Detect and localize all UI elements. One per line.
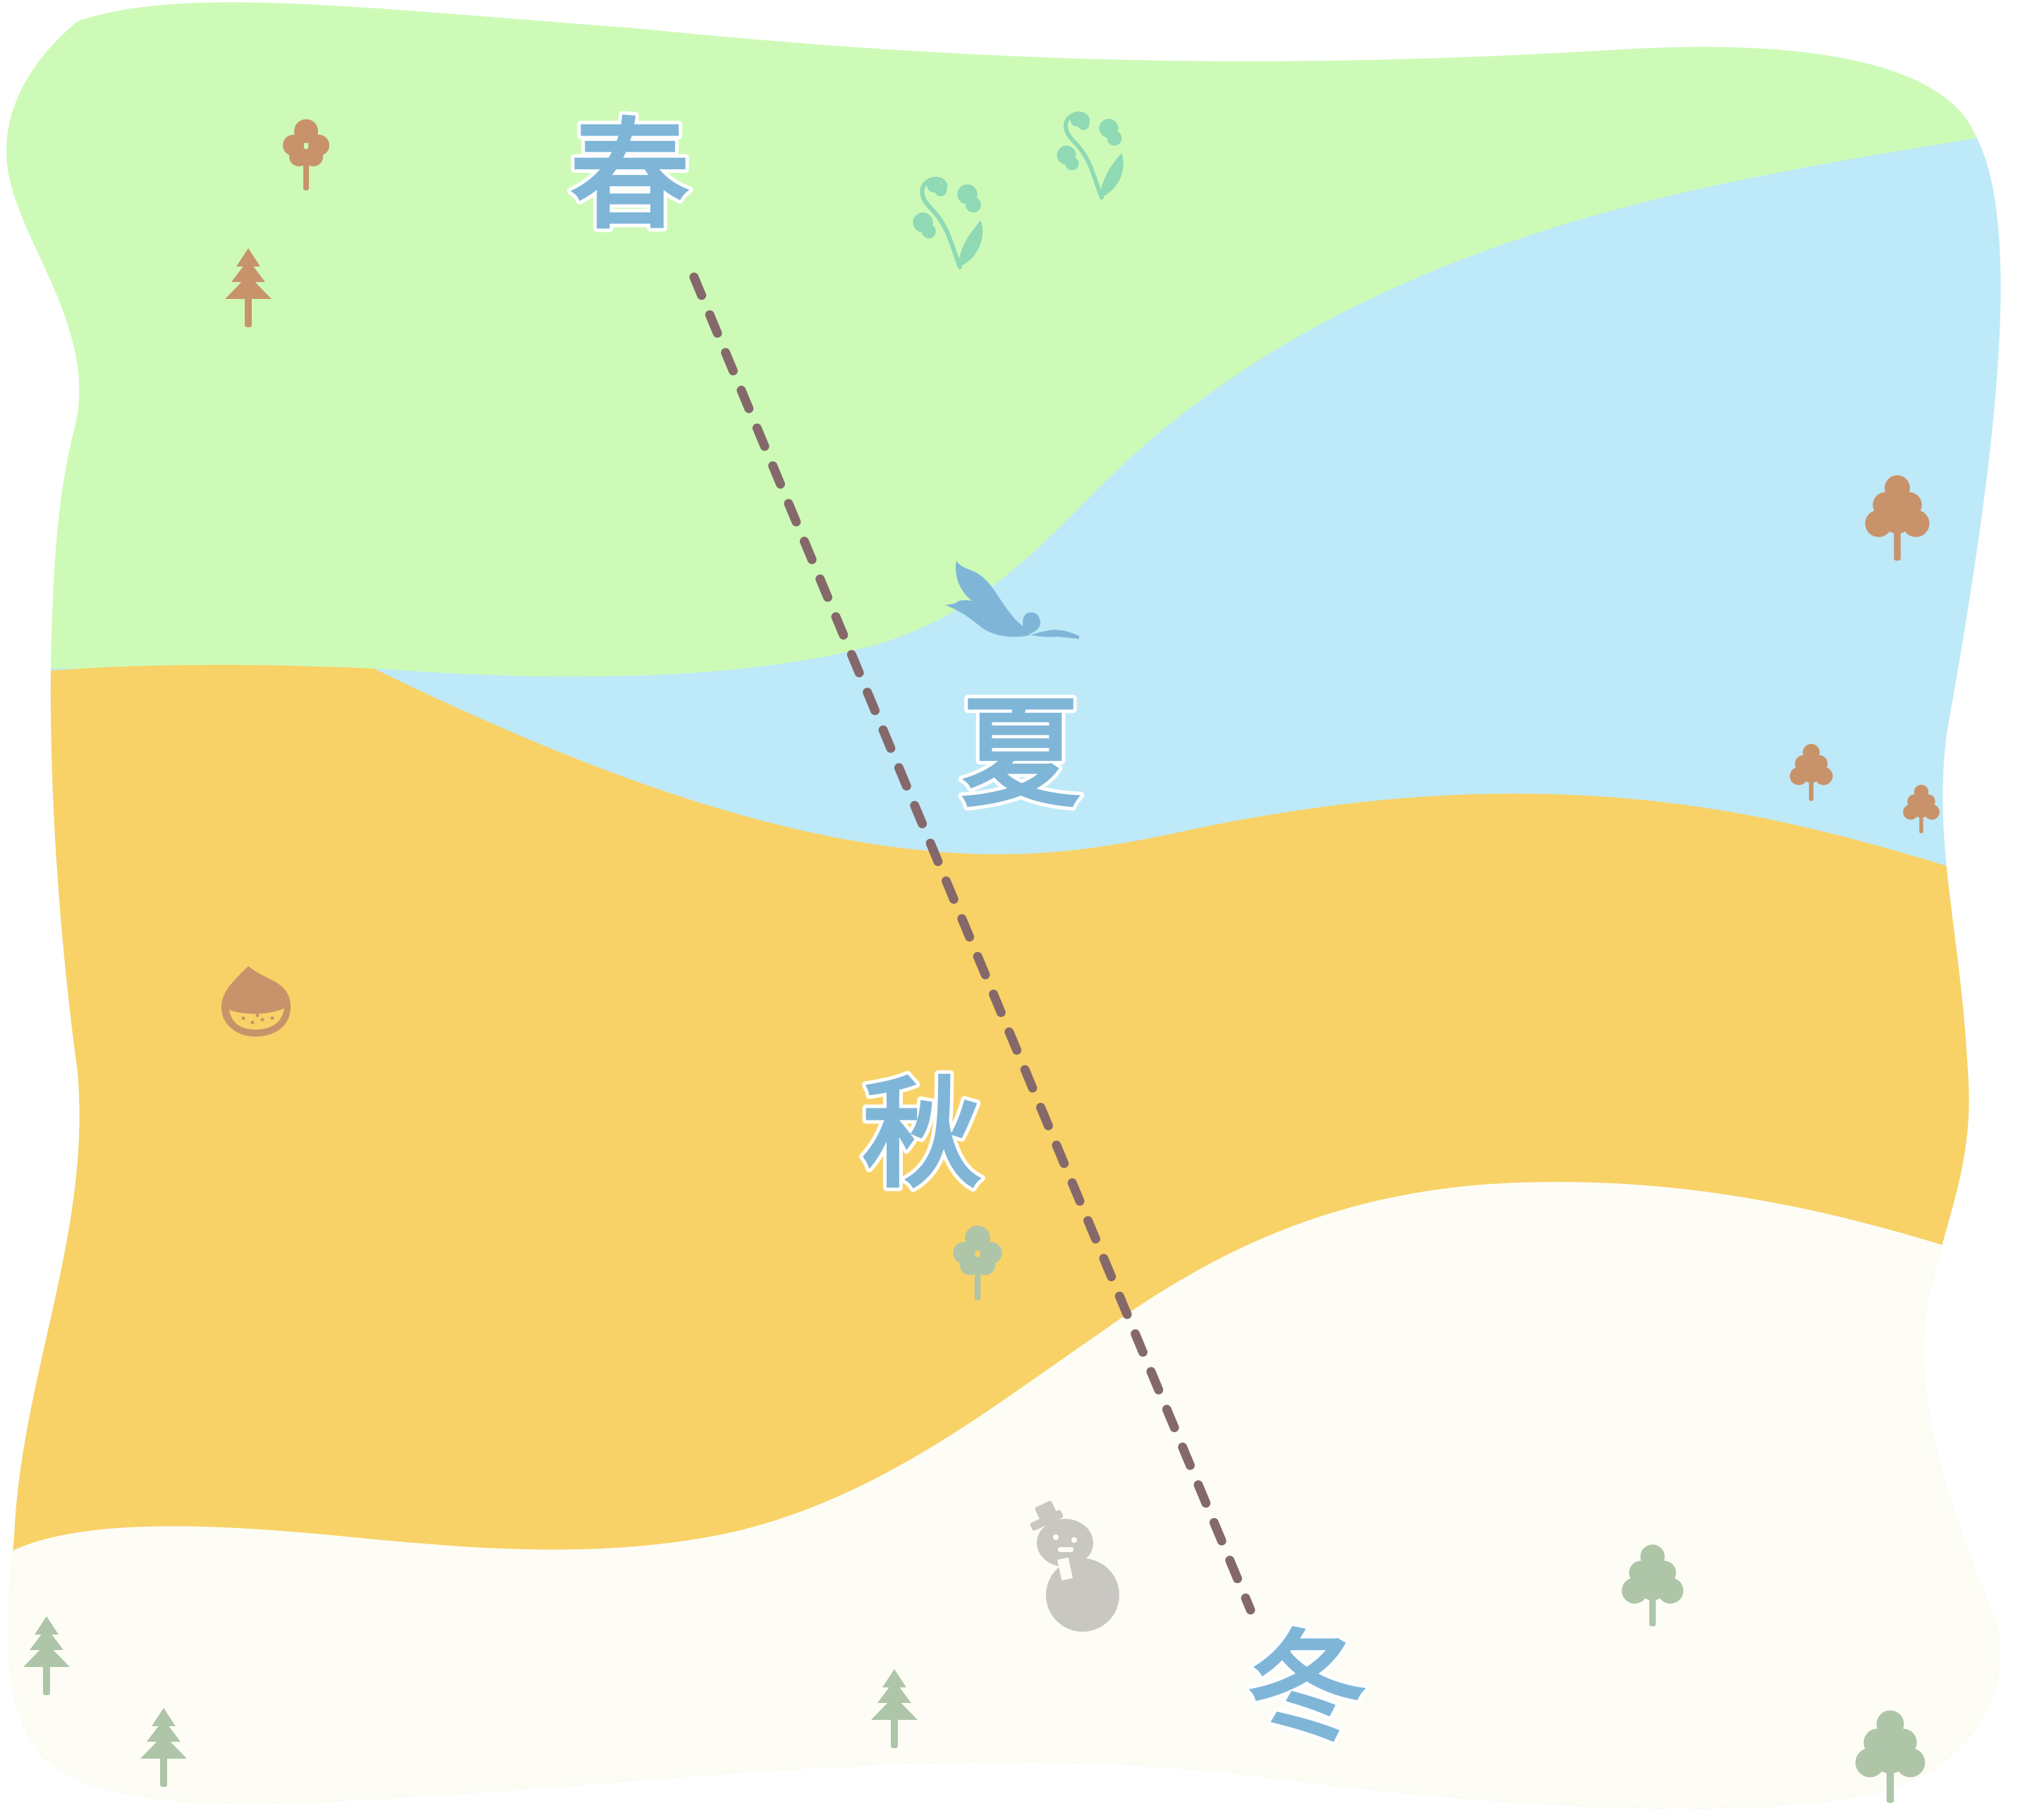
crane-bird-icon (945, 561, 1079, 639)
chestnut-icon (221, 966, 291, 1037)
winter-label: 冬 (1247, 1618, 1367, 1758)
spring-label: 春 (570, 106, 690, 246)
snowman-icon (1030, 1501, 1119, 1632)
winter-band (6, 1182, 2001, 1809)
season-path-line (689, 272, 1255, 1615)
season-labels: 春 夏 秋 冬 (566, 103, 1370, 1761)
autumn-label: 秋 (862, 1065, 982, 1205)
summer-label: 夏 (961, 685, 1081, 824)
